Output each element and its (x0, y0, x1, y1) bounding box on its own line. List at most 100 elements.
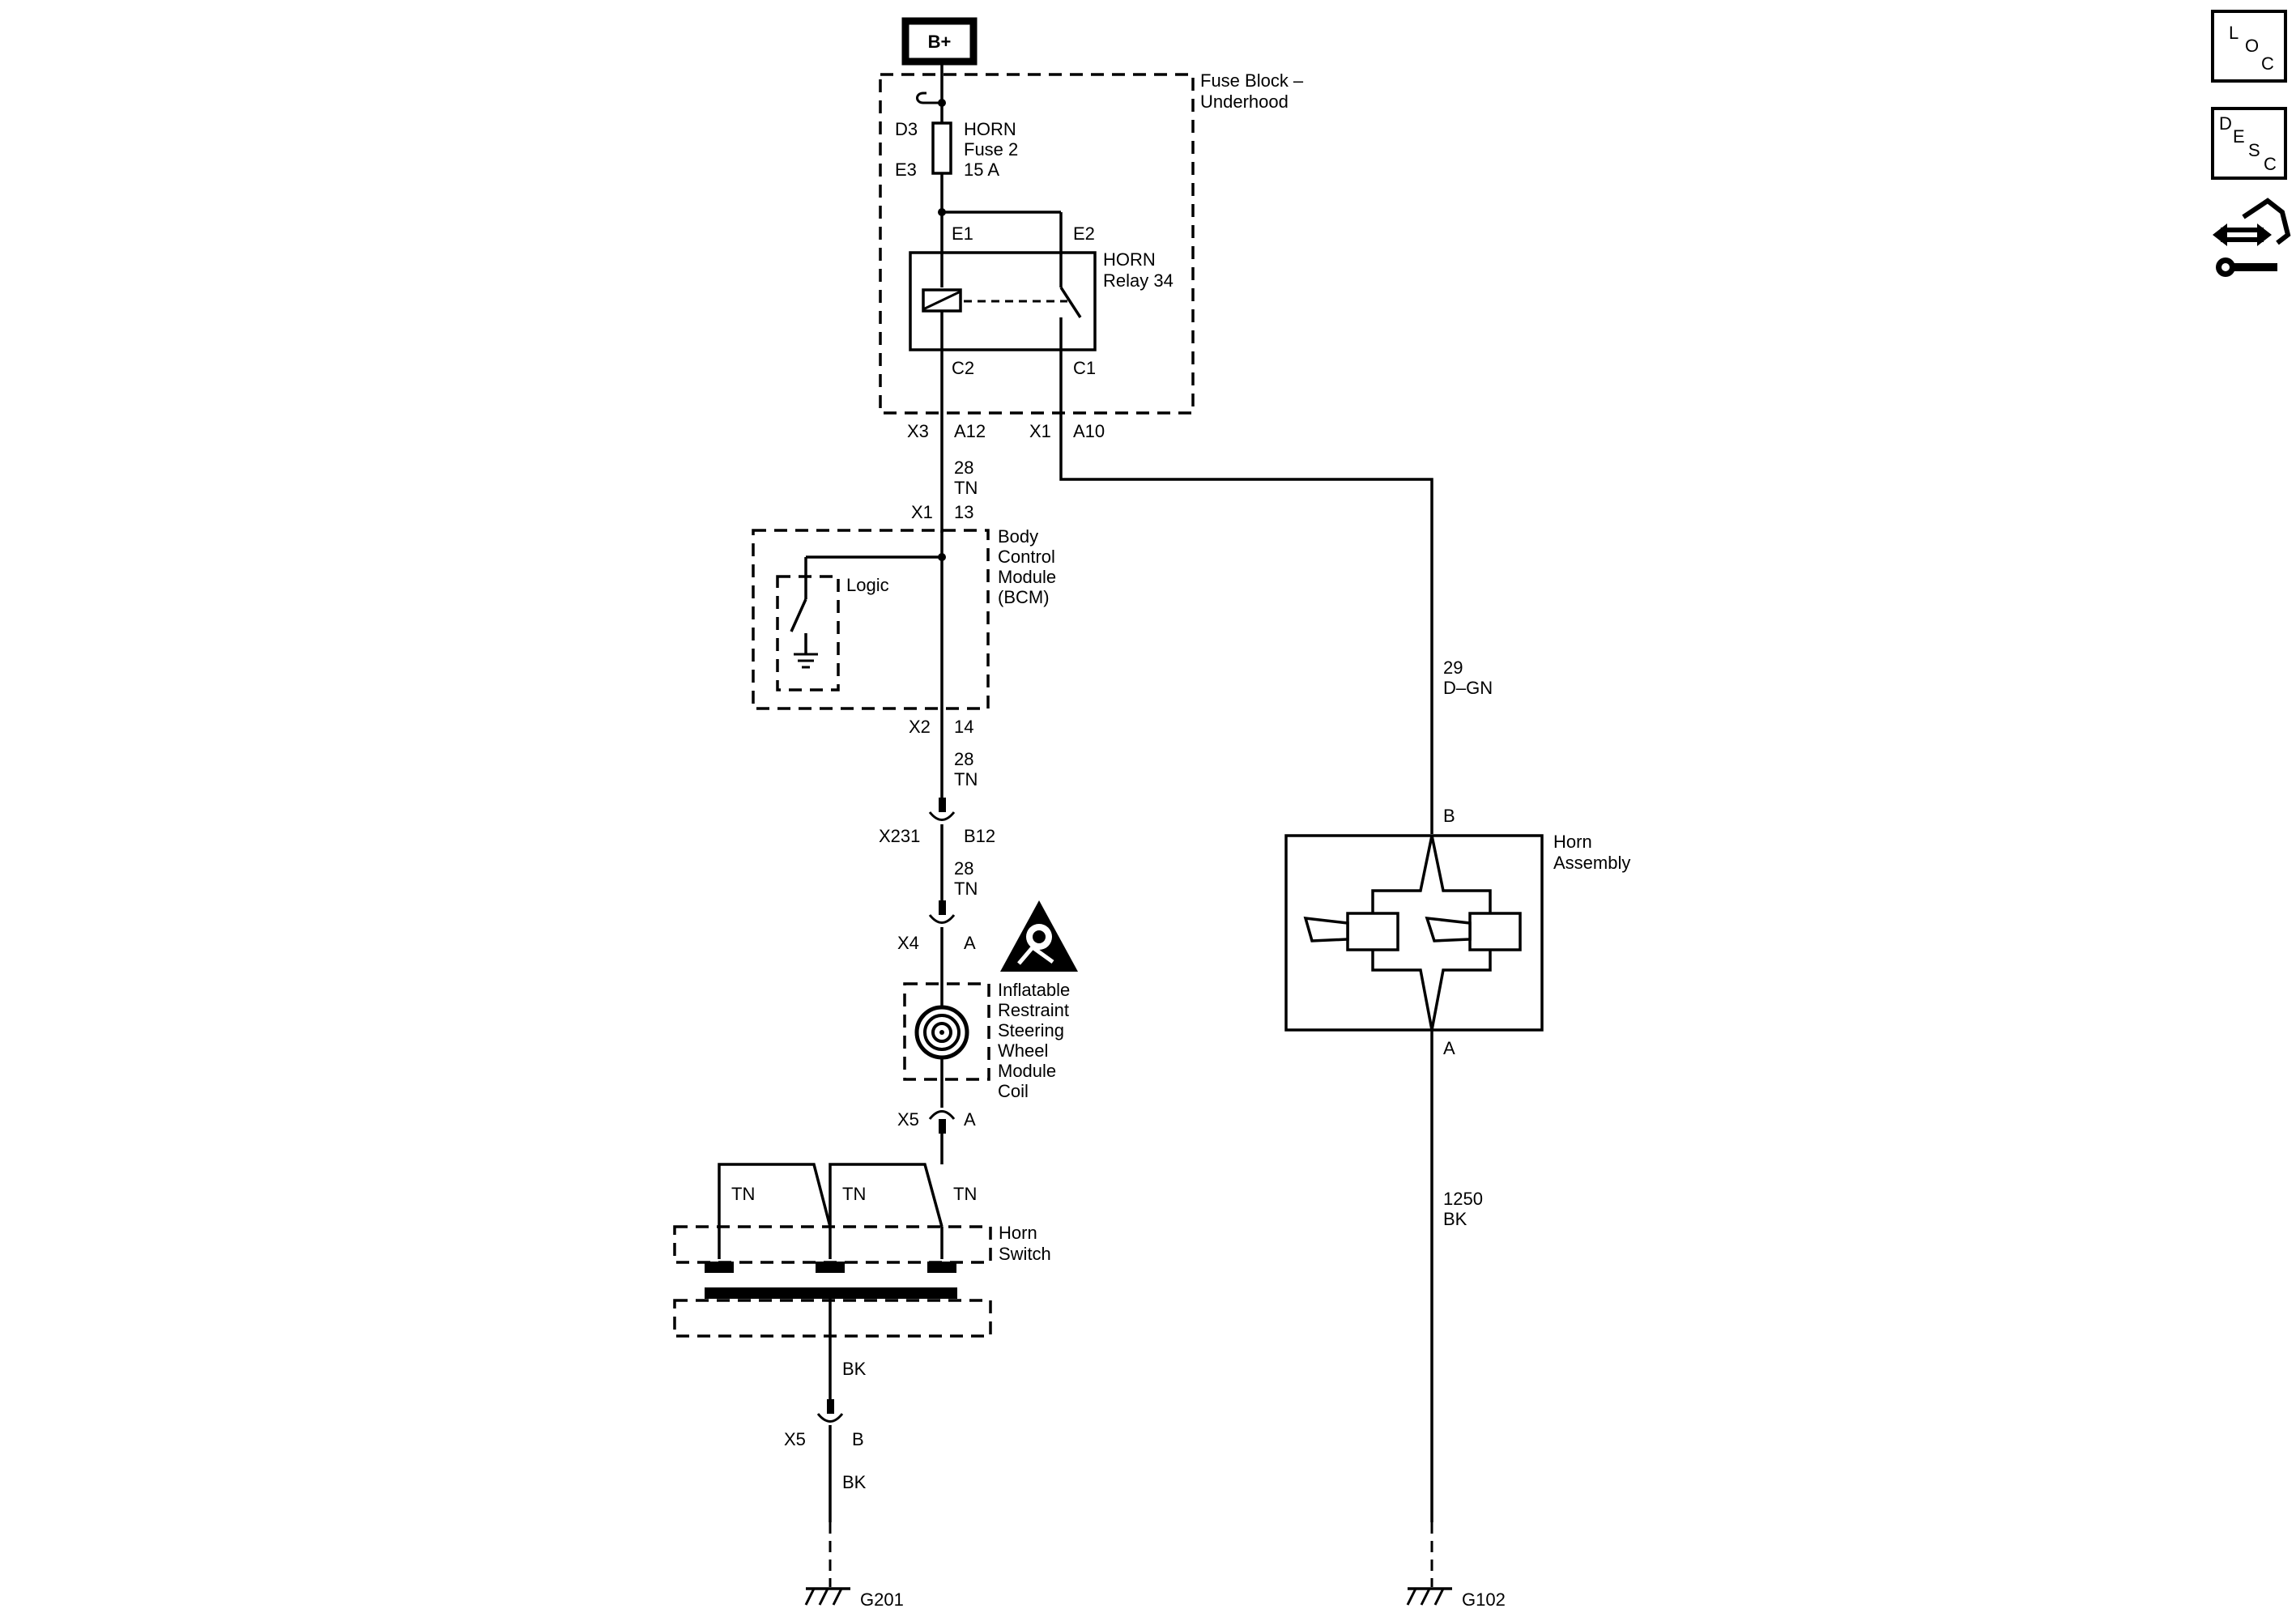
horn-assembly-title-line1: Horn (1553, 832, 1592, 852)
fuse-label-line2: Fuse 2 (964, 139, 1018, 160)
wire-28-c-color: TN (954, 879, 978, 899)
horn-switch-tn-2: TN (842, 1184, 866, 1204)
wire-1250-circuit: 1250 (1443, 1189, 1483, 1209)
bcm-conn-x2: X2 (909, 717, 931, 737)
connector-x5-bottom-pin: B (852, 1429, 864, 1449)
ground-g201-label: G201 (860, 1589, 904, 1610)
d3-terminal-hook (916, 91, 942, 104)
wire-28-b-color: TN (954, 769, 978, 789)
steering-wheel-coil: Inflatable Restraint Steering Wheel Modu… (903, 927, 1070, 1101)
fuse-block-boundary (879, 73, 1195, 415)
pin-c1: C1 (1073, 358, 1096, 378)
bcm-ground-icon (794, 653, 818, 669)
ground-g102: G102 (1406, 1587, 1506, 1610)
wire-28-c-circuit: 28 (954, 858, 973, 879)
pin-c2: C2 (952, 358, 974, 378)
bcm-logic-switch (790, 598, 807, 632)
desc-letter-s: S (2248, 140, 2260, 160)
conn-a12: A12 (954, 421, 986, 441)
bcm-title-line2: Control (998, 547, 1055, 567)
conn-a10: A10 (1073, 421, 1105, 441)
body-control-module: X1 13 Body Control Module (BCM) Logic X2… (752, 502, 1056, 737)
bcm-pin-14: 14 (954, 717, 973, 737)
diagnostic-tools-button[interactable] (2213, 198, 2291, 277)
horn-assembly-title-line2: Assembly (1553, 853, 1630, 873)
horn-relay-box (909, 251, 1097, 351)
coil-boundary (903, 982, 990, 1081)
loc-letter-o: O (2245, 36, 2259, 56)
airbag-warning-icon (1000, 900, 1078, 972)
coil-label-line1: Inflatable (998, 980, 1070, 1000)
relay-switch-contact (1059, 287, 1082, 318)
wire-29-circuit: 29 (1443, 657, 1463, 678)
coil-label-line6: Coil (998, 1081, 1029, 1101)
horn-switch: TN TN TN Horn Switch (673, 1163, 1051, 1338)
coil-label-line2: Restraint (998, 1000, 1069, 1020)
loc-letter-l: L (2229, 23, 2238, 43)
connector-x5-bottom: X5 B (784, 1399, 864, 1449)
pin-e1: E1 (952, 223, 973, 244)
coil-label-line5: Module (998, 1061, 1056, 1081)
desc-letter-c: C (2264, 154, 2277, 174)
bcm-title-line4: (BCM) (998, 587, 1050, 607)
fuse-label-line1: HORN (964, 119, 1016, 139)
wire-28-b-circuit: 28 (954, 749, 973, 769)
connector-x5-top-pin: A (964, 1109, 976, 1130)
wire-1250-color: BK (1443, 1209, 1467, 1229)
relay-label-line1: HORN (1103, 249, 1156, 270)
horn-switch-lower-boundary (673, 1299, 992, 1338)
desc-letter-d: D (2219, 113, 2232, 134)
power-source-b-plus: B+ (901, 17, 978, 66)
fuse-block-title-line1: Fuse Block – (1200, 70, 1304, 91)
fuse-block-title-line2: Underhood (1200, 91, 1289, 112)
connector-x231-pin: B12 (964, 826, 995, 846)
fuse-block-underhood: Fuse Block – Underhood D3 HORN Fuse 2 15… (879, 62, 1304, 441)
horn-switch-tn-1: TN (731, 1184, 755, 1204)
ground-g201: G201 (804, 1587, 904, 1610)
pin-e3: E3 (895, 160, 917, 180)
horn-assembly: B Horn Assembly A (1284, 806, 1630, 1058)
horn-assembly-pin-a: A (1443, 1038, 1455, 1058)
conn-x3: X3 (907, 421, 929, 441)
bcm-logic-label: Logic (846, 575, 889, 595)
ground-g102-label: G102 (1462, 1589, 1506, 1610)
bcm-boundary (752, 529, 990, 710)
bcm-title-line3: Module (998, 567, 1056, 587)
clockspring-coil-icon (914, 1005, 969, 1060)
connector-x5-bottom-name: X5 (784, 1429, 806, 1449)
wire-28-a-color: TN (954, 478, 978, 498)
horn-switch-tn-3: TN (953, 1184, 977, 1204)
loc-letter-c: C (2261, 53, 2274, 74)
connector-x4-pin: A (964, 933, 976, 953)
horn-2-icon (1425, 912, 1522, 951)
desc-letter-e: E (2233, 126, 2245, 147)
wire-29-color: D–GN (1443, 678, 1493, 698)
location-view-button[interactable]: L O C (2211, 10, 2287, 83)
connector-x5-top: X5 A (897, 1109, 976, 1134)
connector-wrench-icon (2213, 198, 2291, 277)
description-view-button[interactable]: D E S C (2211, 107, 2287, 180)
connector-x5-top-name: X5 (897, 1109, 919, 1130)
connector-x4-name: X4 (897, 933, 919, 953)
horn-switch-common-bar (705, 1287, 957, 1299)
power-source-label: B+ (928, 32, 952, 52)
relay-label-line2: Relay 34 (1103, 270, 1174, 291)
bcm-logic-boundary (776, 575, 840, 691)
conn-x1: X1 (1029, 421, 1051, 441)
fuse-label-line3: 15 A (964, 160, 999, 180)
pin-d3: D3 (895, 119, 918, 139)
wire-28-a-circuit: 28 (954, 457, 973, 478)
wire-bk-a-color: BK (842, 1359, 867, 1379)
horn-assembly-box (1284, 834, 1544, 1032)
connector-x231-name: X231 (879, 826, 920, 846)
bcm-title-line1: Body (998, 526, 1038, 547)
pin-e2: E2 (1073, 223, 1095, 244)
bcm-pin-13: 13 (954, 502, 973, 522)
horn-switch-title-line1: Horn (999, 1223, 1037, 1243)
connector-x4: X4 A (897, 900, 976, 953)
wire-bk-b-color: BK (842, 1472, 867, 1492)
bcm-conn-x1: X1 (911, 502, 933, 522)
horn-1-icon (1303, 912, 1399, 951)
horn-switch-title-line2: Switch (999, 1244, 1051, 1264)
